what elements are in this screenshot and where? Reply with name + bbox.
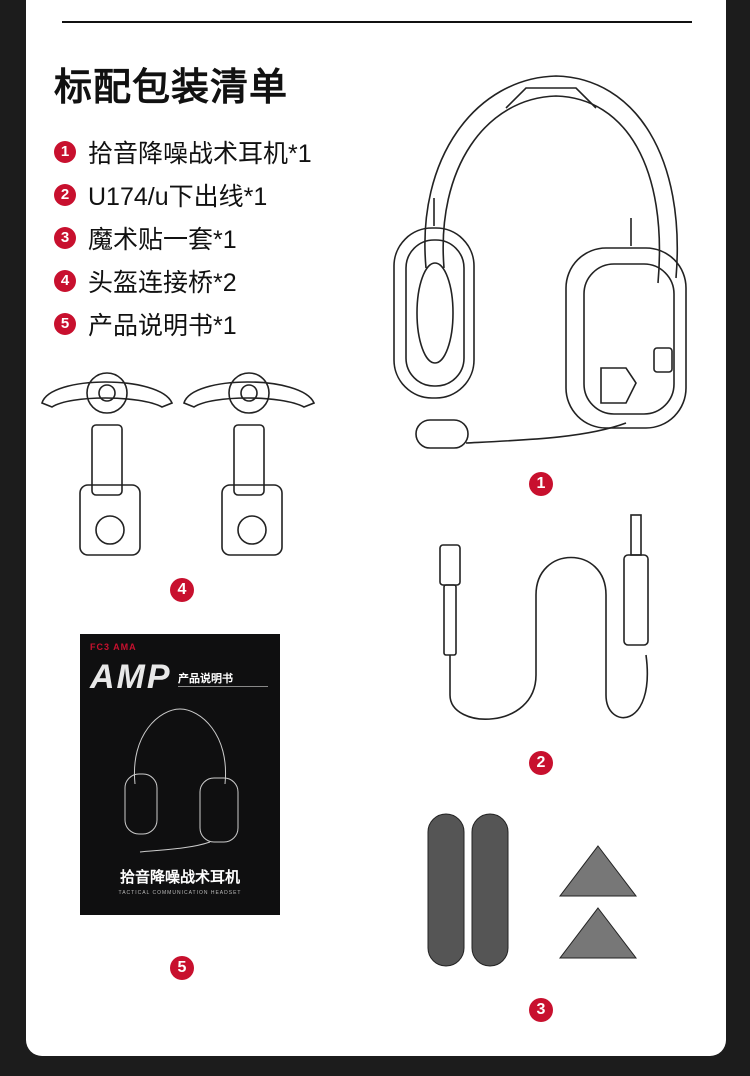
item-number-badge: 1 — [54, 140, 76, 163]
badge-bridge: 4 — [170, 578, 194, 602]
manual-product-name: 拾音降噪战术耳机 — [119, 869, 240, 886]
manual-title-underline — [178, 686, 268, 687]
item-label: 产品说明书*1 — [88, 311, 237, 340]
list-item: 4 头盔连接桥*2 — [54, 259, 312, 302]
cable-illustration — [439, 514, 649, 720]
package-item-list: 1 拾音降噪战术耳机*1 2 U174/u下出线*1 3 魔术贴一套*1 4 头盔连接桥… — [54, 130, 312, 345]
list-item: 5 产品说明书*1 — [54, 302, 312, 345]
item-label: 拾音降噪战术耳机*1 — [88, 139, 312, 168]
manual-title: 产品说明书 — [178, 673, 233, 685]
badge-velcro: 3 — [529, 998, 553, 1022]
item-number-badge: 2 — [54, 183, 76, 206]
list-item: 2 U174/u下出线*1 — [54, 173, 312, 216]
badge-cable: 2 — [529, 751, 553, 775]
badge-headset: 1 — [529, 472, 553, 496]
helmet-bridge-illustration — [41, 372, 316, 556]
item-number-badge: 4 — [54, 269, 76, 292]
item-number-badge: 5 — [54, 312, 76, 335]
velcro-illustration — [427, 813, 638, 967]
badge-manual: 5 — [170, 956, 194, 980]
item-label: 头盔连接桥*2 — [88, 268, 237, 297]
list-item: 3 魔术贴一套*1 — [54, 216, 312, 259]
manual-brand: FC3 AMA — [90, 642, 137, 652]
page-title: 标配包装清单 — [54, 67, 289, 109]
item-number-badge: 3 — [54, 226, 76, 249]
manual-logo: AMP — [90, 658, 172, 696]
manual-subtitle: TACTICAL COMMUNICATION HEADSET — [118, 890, 242, 896]
product-manual: FC3 AMA AMP 产品说明书 拾音降噪战术耳机 TACTICAL COMM… — [80, 634, 280, 915]
headset-illustration — [393, 75, 687, 449]
package-list-card: 标配包装清单 1 拾音降噪战术耳机*1 2 U174/u下出线*1 3 魔术贴一套*1… — [26, 0, 726, 1056]
item-label: 魔术贴一套*1 — [88, 225, 237, 254]
list-item: 1 拾音降噪战术耳机*1 — [54, 130, 312, 173]
top-divider — [62, 21, 692, 23]
manual-headset-graphic — [124, 708, 239, 853]
item-label: U174/u下出线*1 — [88, 182, 268, 211]
